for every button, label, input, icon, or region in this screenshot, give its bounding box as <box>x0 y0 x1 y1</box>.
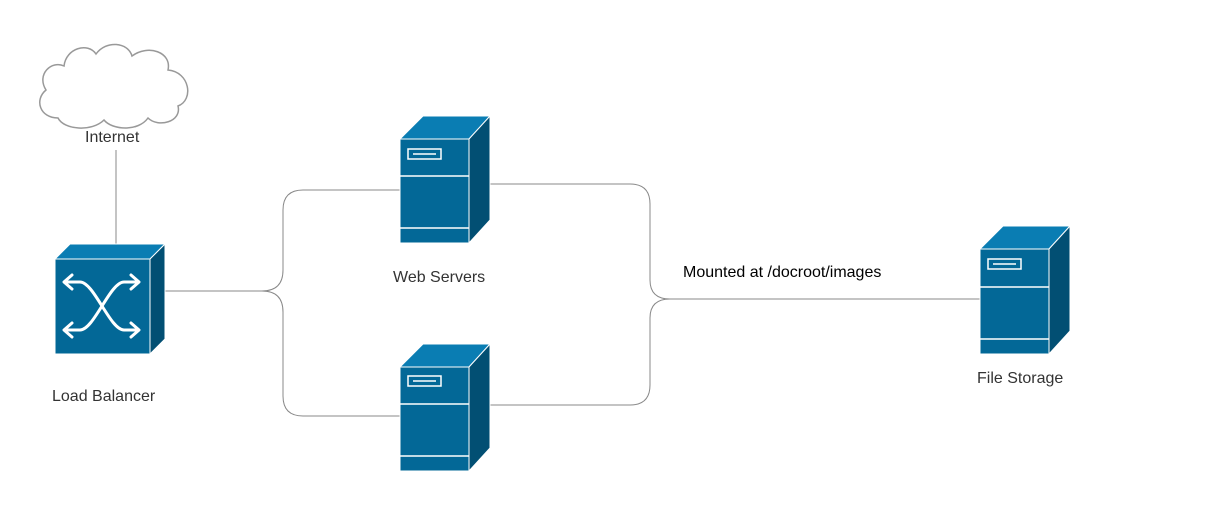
load-balancer-label: Load Balancer <box>52 388 156 405</box>
mount-path-label: Mounted at /docroot/images <box>683 264 882 281</box>
lb-to-web-server-bottom-connector <box>261 290 400 417</box>
file-storage-label: File Storage <box>977 370 1064 387</box>
file-storage-icon <box>978 224 1072 356</box>
connectors <box>115 150 980 417</box>
lb-to-web-server-top-connector <box>165 189 400 292</box>
web-servers-label: Web Servers <box>393 269 486 286</box>
web-server-top-icon <box>398 114 492 245</box>
load-balancer-icon <box>53 242 167 356</box>
web-server-top-to-storage-connector <box>490 183 980 300</box>
internet-label: Internet <box>85 129 140 146</box>
internet-cloud-icon <box>39 43 189 129</box>
web-server-bottom-to-storage-connector <box>490 298 671 406</box>
web-server-bottom-icon <box>398 342 492 473</box>
